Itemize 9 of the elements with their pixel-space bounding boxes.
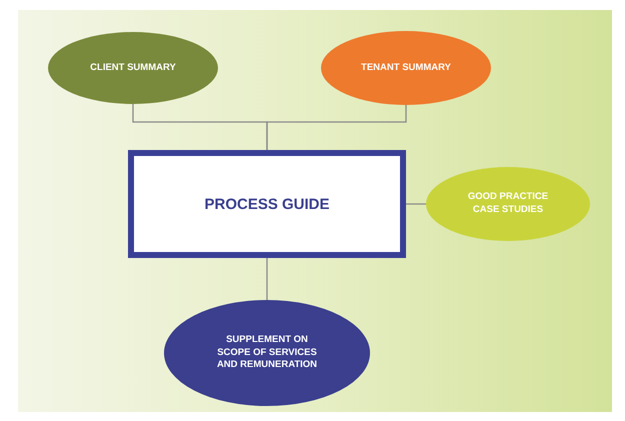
process-box: [128, 150, 406, 258]
ellipse-label: GOOD PRACTICE CASE STUDIES: [466, 191, 550, 217]
connector-line: [266, 258, 268, 300]
ellipse-label: TENANT SUMMARY: [361, 62, 451, 74]
box-label: PROCESS GUIDE: [204, 196, 330, 212]
ellipse-label: SUPPLEMENT ON SCOPE OF SERVICES AND REMUNERATION: [216, 334, 318, 372]
ellipse-label: CLIENT SUMMARY: [90, 62, 176, 74]
connector-line: [406, 203, 426, 205]
connector-line: [266, 105, 407, 150]
